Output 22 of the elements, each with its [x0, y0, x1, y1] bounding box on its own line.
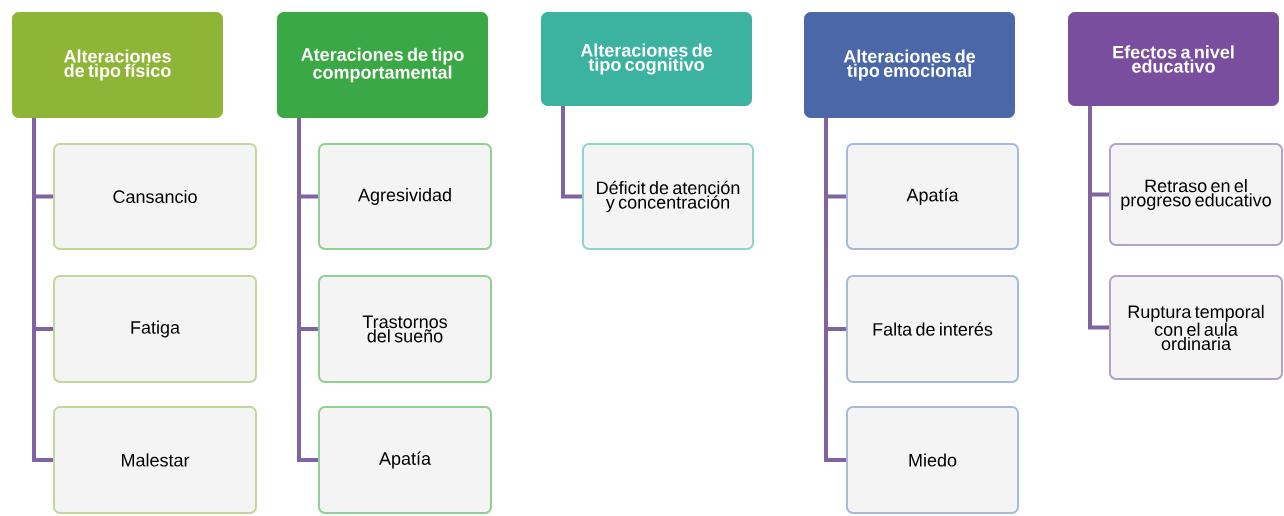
item-box: Trastornos del sueño — [318, 275, 492, 383]
item-box: Fatiga — [53, 275, 257, 383]
item-box: Falta de interés — [846, 275, 1019, 383]
item-box: Malestar — [53, 406, 257, 514]
connector — [32, 118, 53, 462]
header-box: Ateraciones de tipo comportamental — [277, 12, 488, 118]
header-box: Alteraciones de tipo cognitivo — [541, 12, 752, 106]
item-box: Retraso en el progreso educativo — [1109, 143, 1283, 246]
connector — [561, 106, 582, 199]
header-box: Alteraciones de tipo emocional — [804, 12, 1015, 118]
connector — [824, 118, 846, 462]
header-box: Alteraciones de tipo físico — [12, 12, 223, 118]
item-box: Déficit de atención y concentración — [582, 143, 754, 250]
item-box: Agresividad — [318, 143, 492, 250]
item-box: Miedo — [846, 406, 1019, 514]
item-box: Apatía — [846, 143, 1019, 250]
item-box: Ruptura temporal con el aula ordinaria — [1109, 275, 1283, 380]
connector — [1088, 106, 1109, 330]
header-box: Efectos a nivel educativo — [1068, 12, 1279, 106]
connector — [297, 118, 318, 462]
item-box: Cansancio — [53, 143, 257, 250]
item-box: Apatía — [318, 406, 492, 514]
